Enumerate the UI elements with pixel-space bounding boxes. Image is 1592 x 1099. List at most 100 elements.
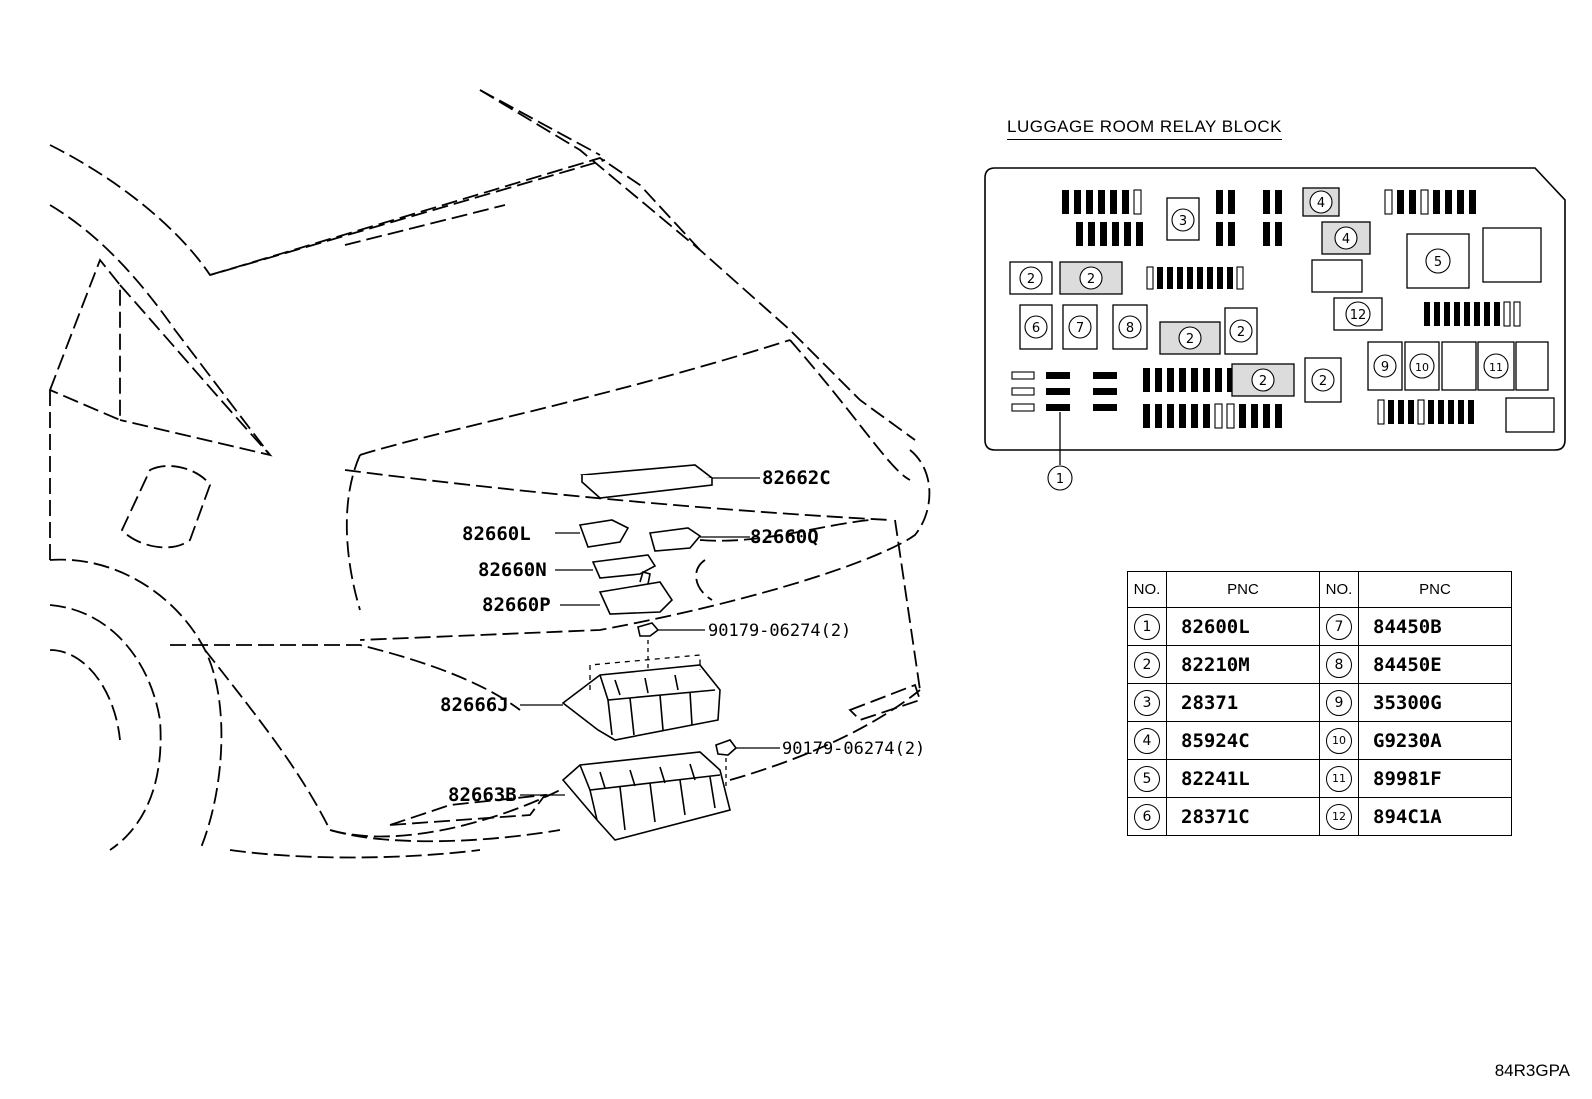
fuse-bar xyxy=(1197,267,1203,289)
callout-82662c: 82662C xyxy=(762,467,831,489)
marker-6: 6 xyxy=(1024,315,1048,339)
pnc-table: NO. PNC NO. PNC 1 82600L 7 84450B 2 8221… xyxy=(1127,571,1512,836)
relay-block-cover-82662c xyxy=(580,464,715,499)
pnc-value: 84450E xyxy=(1358,645,1512,684)
fuse-bar xyxy=(1207,267,1213,289)
figure-code: 84R3GPA xyxy=(1494,1061,1570,1080)
fuse-bar xyxy=(1155,368,1162,392)
marker-5: 5 xyxy=(1425,248,1451,274)
fuse-bar xyxy=(1226,403,1235,429)
nut-upper xyxy=(637,622,660,670)
bracket-82663b xyxy=(561,751,731,841)
fuse-bar xyxy=(1093,404,1117,411)
svg-text:5: 5 xyxy=(1434,255,1442,270)
fuse-bar xyxy=(1433,190,1440,214)
svg-text:8: 8 xyxy=(1126,321,1134,336)
fuse-bar xyxy=(1448,400,1454,424)
row-number: 10 xyxy=(1326,727,1352,754)
fuse-bar xyxy=(1100,222,1107,246)
fuse-bar xyxy=(1458,400,1464,424)
table-header-row: NO. PNC NO. PNC xyxy=(1127,571,1512,608)
fuse-bar xyxy=(1203,368,1210,392)
fuse-bar xyxy=(1438,400,1444,424)
fuse-bar xyxy=(1216,190,1223,214)
callout-82660l: 82660L xyxy=(462,523,531,545)
marker-12: 12 xyxy=(1345,301,1371,327)
fuse-bar xyxy=(1093,372,1117,379)
fuse-bar xyxy=(1417,399,1425,425)
pnc-value: 89981F xyxy=(1358,759,1512,798)
leader-lines xyxy=(520,477,780,796)
fuse-bar xyxy=(1062,190,1069,214)
marker-3: 3 xyxy=(1171,208,1195,232)
fuse-bar xyxy=(1513,301,1521,327)
marker-7: 7 xyxy=(1068,315,1092,339)
fuse-bar xyxy=(1464,302,1470,326)
fuse-bar xyxy=(1217,267,1223,289)
row-number: 7 xyxy=(1326,613,1352,640)
marker-4b: 4 xyxy=(1334,226,1358,250)
fuse-bar xyxy=(1216,222,1223,246)
callout-82660n: 82660N xyxy=(478,559,547,581)
relay-82660l xyxy=(578,519,630,548)
table-row: 2 82210M 8 84450E xyxy=(1127,645,1512,684)
header-pnc-left: PNC xyxy=(1166,571,1320,608)
relay-block-housing-82666j xyxy=(561,654,721,741)
relay-block-title: LUGGAGE ROOM RELAY BLOCK xyxy=(1007,117,1282,140)
fuse-bar xyxy=(1251,404,1258,428)
marker-2e: 2 xyxy=(1251,368,1275,392)
table-row: 5 82241L 11 89981F xyxy=(1127,759,1512,798)
fuse-bar xyxy=(1191,404,1198,428)
header-no-left: NO. xyxy=(1127,571,1167,608)
fuse-bar xyxy=(1203,404,1210,428)
car-body-outline xyxy=(48,89,931,859)
nut-lower xyxy=(715,739,738,790)
fuse-bar xyxy=(1167,368,1174,392)
fuse-bar xyxy=(1468,400,1474,424)
svg-text:12: 12 xyxy=(1350,308,1367,323)
relay-82660p xyxy=(598,571,674,615)
pnc-value: 82600L xyxy=(1166,607,1320,646)
marker-11: 11 xyxy=(1483,353,1509,379)
fuse-bar xyxy=(1167,404,1174,428)
fuse-bar xyxy=(1424,302,1430,326)
svg-text:2: 2 xyxy=(1259,374,1267,389)
pnc-value: 35300G xyxy=(1358,683,1512,722)
svg-text:2: 2 xyxy=(1319,374,1327,389)
fuse-bar xyxy=(1398,400,1404,424)
marker-1: 1 xyxy=(1047,465,1073,491)
fuse-bar xyxy=(1191,368,1198,392)
fuse-bar xyxy=(1215,368,1222,392)
fuse-bar xyxy=(1179,404,1186,428)
fuse-bar xyxy=(1228,190,1235,214)
svg-text:7: 7 xyxy=(1076,321,1084,336)
header-no-right: NO. xyxy=(1319,571,1359,608)
fuse-bar xyxy=(1454,302,1460,326)
fuse-bar xyxy=(1388,400,1394,424)
marker-2c: 2 xyxy=(1178,326,1202,350)
fuse-bar xyxy=(1384,189,1393,215)
row-number: 11 xyxy=(1326,765,1352,792)
fuse-bar xyxy=(1239,404,1246,428)
svg-text:2: 2 xyxy=(1087,272,1095,287)
table-row: 3 28371 9 35300G xyxy=(1127,683,1512,722)
relay-block-layout: 3 4 4 5 2 2 12 6 7 8 2 2 9 10 11 2 2 1 xyxy=(984,167,1566,491)
row-number: 4 xyxy=(1134,727,1160,754)
fuse-bar xyxy=(1124,222,1131,246)
svg-text:2: 2 xyxy=(1186,332,1194,347)
header-pnc-right: PNC xyxy=(1358,571,1512,608)
fuse-bar xyxy=(1112,222,1119,246)
relay-82660n xyxy=(591,554,657,579)
fuse-bar xyxy=(1157,267,1163,289)
fuse-bar xyxy=(1177,267,1183,289)
fuse-bar xyxy=(1236,266,1244,290)
fuse-bar xyxy=(1263,222,1270,246)
fuse-bar xyxy=(1093,388,1117,395)
marker-2d: 2 xyxy=(1229,319,1253,343)
marker-2f: 2 xyxy=(1311,368,1335,392)
fuse-bar xyxy=(1227,368,1234,392)
fuse-bar xyxy=(1179,368,1186,392)
fuse-bar xyxy=(1011,387,1035,396)
row-number: 9 xyxy=(1326,689,1352,716)
